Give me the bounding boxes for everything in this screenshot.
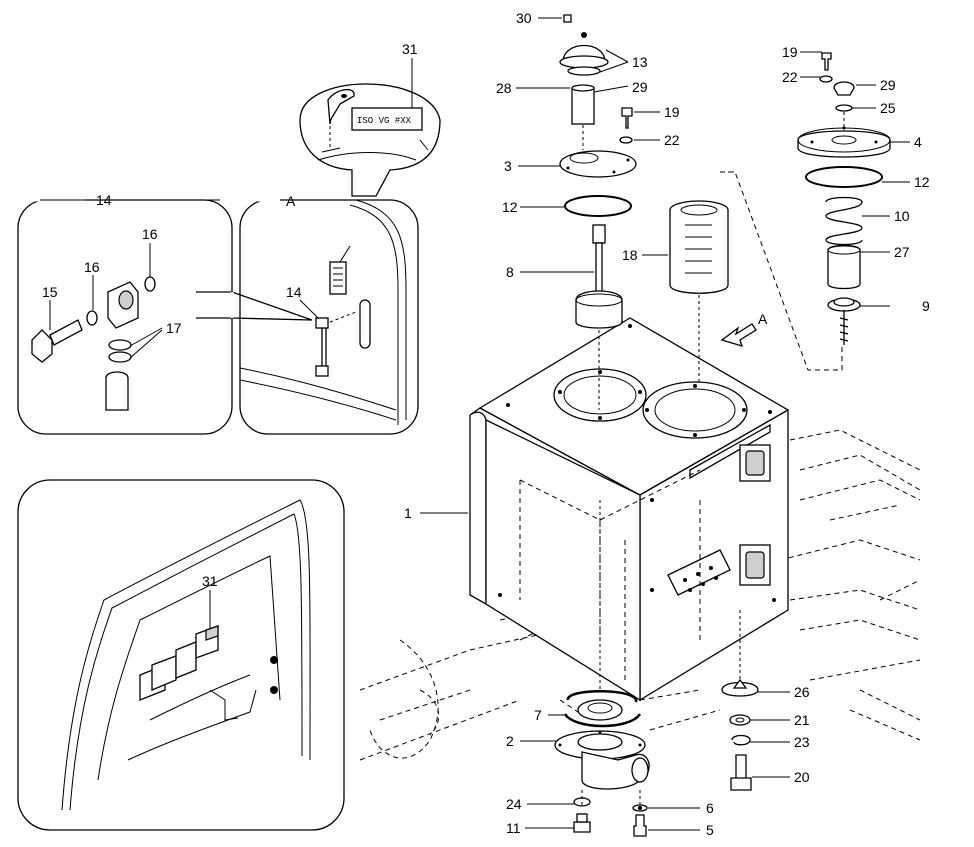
callout-22a: 22	[664, 132, 680, 148]
oil-grade-plate-text: ISO VG #XX	[357, 116, 412, 126]
plate-zoom-circle	[299, 83, 441, 197]
callout-26: 26	[794, 684, 810, 700]
filter-link-dashes	[728, 171, 843, 371]
callout-12a: 12	[502, 199, 518, 215]
callout-2: 2	[506, 733, 514, 749]
callout-8: 8	[506, 264, 514, 280]
callout-17: 17	[166, 320, 182, 336]
callout-7: 7	[534, 707, 542, 723]
return-cover-stack	[797, 52, 891, 345]
callout-18: 18	[622, 247, 638, 263]
callout-25: 25	[880, 100, 896, 116]
detail-a-panel	[239, 199, 419, 435]
detail-14-panel	[17, 198, 233, 435]
callout-5: 5	[706, 822, 714, 838]
cab-door-panel	[17, 479, 345, 831]
callout-14b: 14	[286, 284, 302, 300]
mount-hardware	[721, 610, 759, 791]
leader-17	[129, 327, 163, 359]
callout-15: 15	[42, 284, 58, 300]
bottom-assembly	[554, 500, 650, 837]
leader-13	[605, 49, 629, 63]
callout-4: 4	[914, 134, 922, 150]
callout-9: 9	[922, 298, 930, 314]
callout-labels: 1 2 3 4 5 6 7 8 9 10 11 12 12 13 14 14 1…	[42, 10, 930, 838]
leader-13b	[599, 61, 629, 73]
callout-28: 28	[496, 80, 512, 96]
callout-19b: 19	[782, 44, 798, 60]
callout-13: 13	[632, 54, 648, 70]
callout-21: 21	[794, 712, 810, 728]
callout-19a: 19	[664, 104, 680, 120]
callout-29b: 29	[880, 77, 896, 93]
hydraulic-tank	[469, 317, 790, 702]
callout-12b: 12	[914, 174, 930, 190]
callout-29a: 29	[632, 79, 648, 95]
callout-14a: 14	[96, 192, 112, 208]
detail-a-title: A	[286, 193, 296, 209]
return-filter-element	[669, 200, 729, 385]
view-arrow-a	[720, 323, 757, 347]
callout-10: 10	[894, 208, 910, 224]
view-arrow-label: A	[758, 311, 768, 327]
callout-31b: 31	[202, 573, 218, 589]
callout-20: 20	[794, 769, 810, 785]
callout-6: 6	[706, 800, 714, 816]
suction-stack	[538, 14, 637, 410]
callout-27: 27	[894, 244, 910, 260]
leader-14b	[299, 299, 319, 319]
callout-1: 1	[404, 505, 412, 521]
callout-16a: 16	[84, 259, 100, 275]
callout-24: 24	[506, 796, 522, 812]
callout-23: 23	[794, 734, 810, 750]
detail-14-connector	[196, 291, 313, 321]
callout-3: 3	[504, 158, 512, 174]
callout-22b: 22	[782, 69, 798, 85]
callout-31a: 31	[402, 41, 418, 57]
flange-bolts	[498, 324, 776, 602]
callout-16b: 16	[142, 226, 158, 242]
leader-31-pointer	[339, 245, 351, 263]
callout-11: 11	[506, 820, 521, 836]
callout-30: 30	[516, 10, 532, 26]
leader-29a	[593, 85, 629, 93]
